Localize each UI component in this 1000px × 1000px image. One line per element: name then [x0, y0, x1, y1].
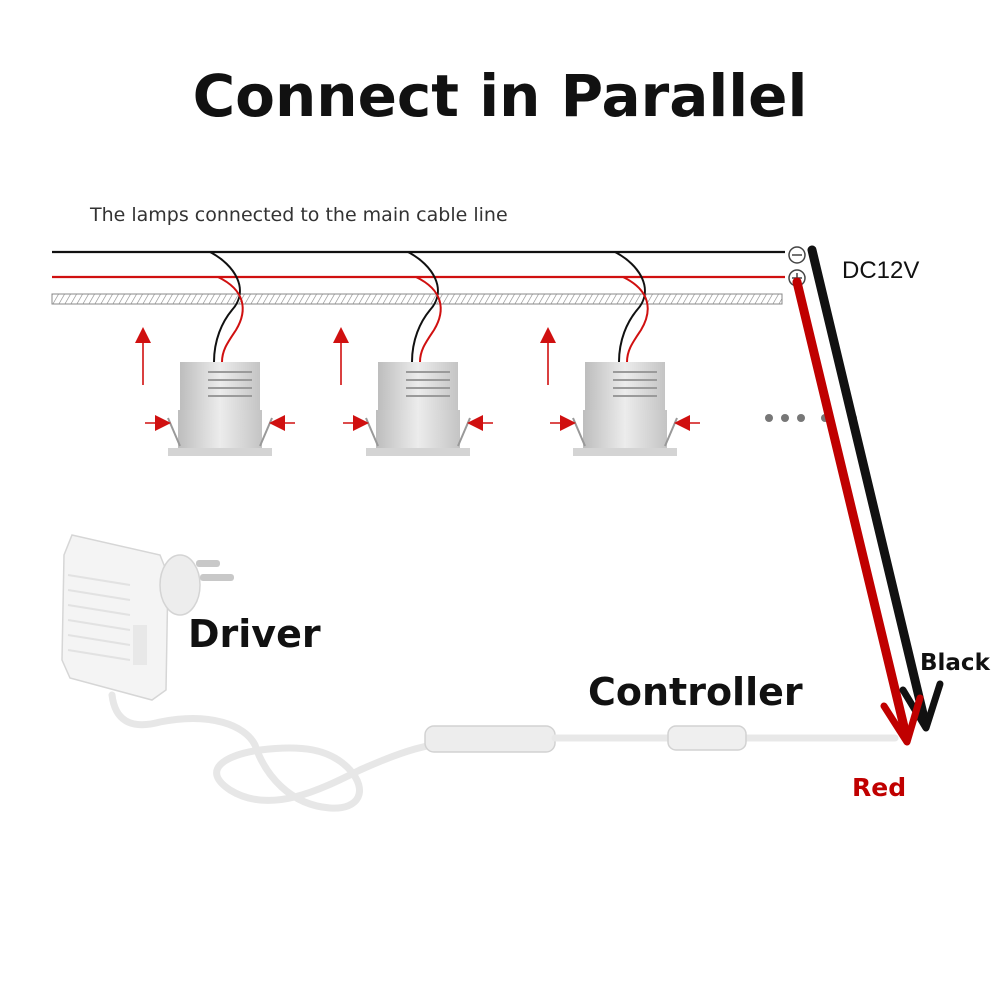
lamp-3 [540, 251, 700, 456]
red-wire-label: Red [852, 773, 907, 802]
red-feed-wire [792, 277, 911, 740]
driver-label: Driver [188, 612, 321, 656]
voltage-label: DC12V [842, 257, 920, 284]
power-adapter-icon [61, 534, 234, 701]
red-arrow-head-icon [880, 694, 924, 746]
lamp-2 [333, 251, 493, 456]
dc-connector [424, 725, 556, 753]
controller-label: Controller [588, 670, 803, 714]
black-wire-label: Black [920, 650, 990, 676]
black-arrow-head-icon [899, 680, 944, 732]
controller-box-icon [667, 725, 747, 751]
page-title: Connect in Parallel [192, 62, 808, 130]
lamp-1 [135, 251, 295, 456]
black-feed-wire [807, 245, 930, 727]
continuation-dots-icon [765, 414, 857, 422]
negative-terminal-icon [788, 246, 806, 264]
white-cable [108, 691, 474, 812]
diagram-subtitle: The lamps connected to the main cable li… [90, 204, 508, 226]
ceiling-panel [51, 293, 783, 305]
